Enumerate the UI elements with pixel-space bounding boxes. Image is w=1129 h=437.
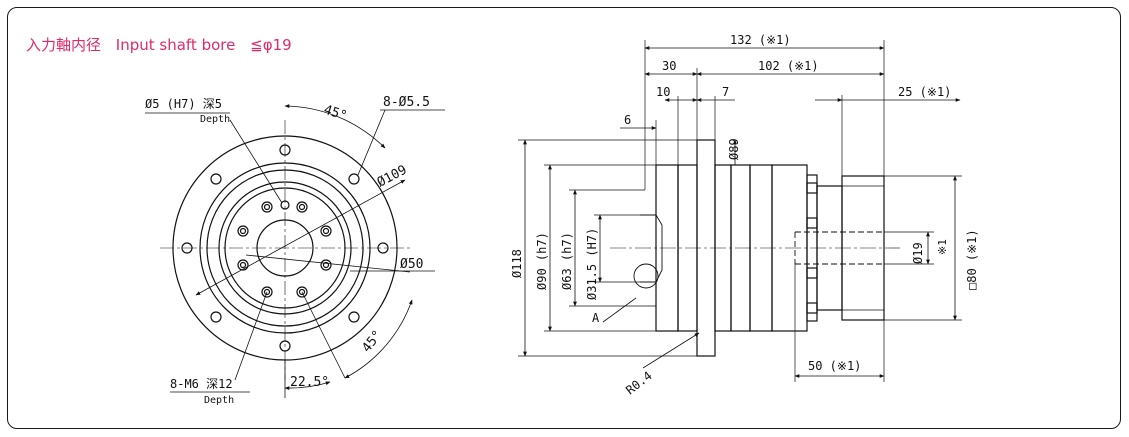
tap-holes-label: 8-M6 深12 bbox=[170, 377, 233, 391]
len-50-label: 50 (※1) bbox=[808, 359, 861, 373]
tap-holes bbox=[237, 200, 332, 298]
len-7-label: 7 bbox=[722, 85, 729, 99]
pin-hole-label: Ø5 (H7) 深5 bbox=[145, 97, 222, 111]
angle-small-label: 22.5° bbox=[290, 375, 329, 390]
dia-31-label: Ø31.5 (H7) bbox=[585, 228, 599, 300]
drawing-frame bbox=[7, 7, 1121, 429]
sq-80-label: □80 (※1) bbox=[965, 229, 979, 290]
radius-label: R0.4 bbox=[623, 369, 654, 398]
angle-bottom-label: 45° bbox=[359, 328, 385, 356]
angle-top-label: 45° bbox=[322, 103, 349, 125]
front-view-labels: Ø5 (H7) 深5 Depth 45° 8-Ø5.5 Ø109 Ø50 45°… bbox=[145, 95, 430, 406]
dia-90-label: Ø90 (h7) bbox=[535, 232, 549, 290]
dia-89-label: Ø89 bbox=[727, 138, 741, 160]
motor-adapter bbox=[841, 175, 885, 321]
dia-50-label: Ø50 bbox=[400, 257, 423, 272]
tap-holes-depth: Depth bbox=[204, 395, 234, 406]
len-102-label: 102 (※1) bbox=[758, 59, 819, 73]
title-spec: ≦φ19 bbox=[250, 36, 292, 54]
pin-hole-depth: Depth bbox=[200, 114, 230, 125]
side-view bbox=[518, 40, 962, 382]
dia-63-label: Ø63 (h7) bbox=[560, 232, 574, 290]
drawing-title: 入力軸内径 Input shaft bore ≦φ19 bbox=[26, 34, 302, 55]
title-en: Input shaft bore bbox=[115, 36, 236, 54]
label-a: A bbox=[592, 311, 600, 325]
len-30-label: 30 bbox=[662, 59, 676, 73]
len-25-label: 25 (※1) bbox=[898, 85, 951, 99]
dia-109-label: Ø109 bbox=[375, 163, 410, 191]
title-jp: 入力軸内径 bbox=[26, 36, 102, 54]
len-6-label: 6 bbox=[624, 113, 631, 127]
front-view bbox=[145, 104, 445, 398]
flange-holes-label: 8-Ø5.5 bbox=[383, 95, 430, 110]
dia-19-label: Ø19 bbox=[911, 242, 925, 264]
dia-118-label: Ø118 bbox=[510, 249, 524, 278]
dia-19-note: ※1 bbox=[936, 239, 949, 255]
side-view-labels: 132 (※1) 30 102 (※1) 10 7 25 (※1) 6 Ø89 … bbox=[510, 33, 979, 397]
len-10-label: 10 bbox=[656, 85, 670, 99]
len-132-label: 132 (※1) bbox=[730, 33, 791, 47]
